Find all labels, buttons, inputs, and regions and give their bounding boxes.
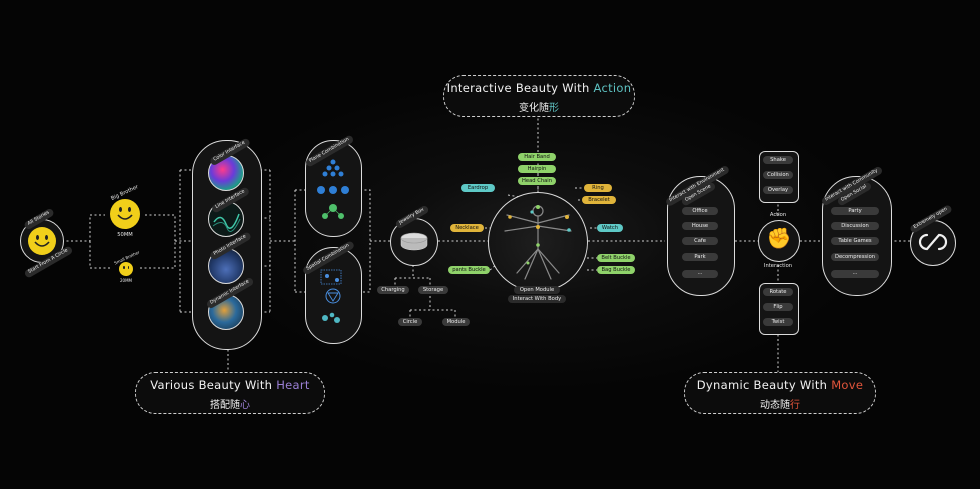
callout-right-cn: 动态随 (760, 400, 790, 411)
vitruvian-body-icon (504, 205, 572, 280)
community-item-table-games: Table Games (831, 237, 879, 245)
callout-top-accent: Action (593, 81, 632, 95)
smiley-icon (28, 227, 56, 255)
callout-top-cn-accent: 形 (549, 103, 559, 114)
rock-hand-icon: ✊ (766, 226, 792, 250)
interact-body-label: Interact With Body (508, 295, 566, 303)
action-rotate: Rotate (763, 288, 793, 296)
infinity-link-icon (918, 233, 948, 251)
callout-top-cn: 变化随 (519, 103, 549, 114)
community-item-party: Party (831, 207, 879, 215)
callout-left-accent: Heart (276, 378, 310, 392)
spatial-combination-icon (320, 269, 342, 323)
action-node (758, 220, 800, 262)
tag-watch: Watch (597, 224, 623, 232)
env-item-office: Office (682, 207, 718, 215)
interaction-label: Interaction (763, 263, 793, 269)
charging-pill: Charging (377, 286, 409, 294)
small-brother-size: 20MM (120, 278, 132, 283)
tag-necklace: Necklace (450, 224, 484, 232)
callout-left-line1: Various Beauty With (150, 378, 277, 392)
env-item-cafe: Cafe (682, 237, 718, 245)
tag-hair-band: Hair Band (518, 153, 556, 161)
env-item-more: ··· (682, 270, 718, 278)
callout-left-cn: 搭配随 (210, 400, 240, 411)
callout-various-heart: Various Beauty With Heart 搭配随心 (135, 372, 325, 414)
tag-bracelet: Bracelet (582, 196, 616, 204)
community-item-decompression: Decompression (831, 253, 879, 261)
plane-combination-icon (317, 159, 349, 219)
tag-hairpin: Hairpin (518, 165, 556, 173)
callout-right-line1: Dynamic Beauty With (696, 378, 832, 392)
action-collision: Collision (763, 171, 793, 179)
storage-pill: Storage (418, 286, 448, 294)
tag-eardrop: Eardrop (461, 184, 495, 192)
callout-right-cn-accent: 行 (790, 400, 800, 411)
tag-belt-buckle: Belt Buckle (597, 254, 635, 262)
action-flip: Flip (763, 303, 793, 311)
circle-pill: Circle (398, 318, 422, 326)
open-module-label: Open Module (514, 286, 560, 294)
jewelry-box-icon (400, 232, 428, 251)
big-smiley-icon (110, 199, 140, 229)
callout-top-line1: Interactive Beauty With (446, 81, 594, 95)
community-item-discussion: Discussion (831, 222, 879, 230)
tag-head-chain: Head Chain (518, 177, 556, 185)
tag-ring: Ring (584, 184, 612, 192)
module-pill: Module (442, 318, 470, 326)
tag-pants-buckle: pants Buckle (448, 266, 490, 274)
callout-right-accent: Move (831, 378, 864, 392)
small-smiley-icon (119, 262, 133, 276)
tag-bag-buckle: Bag Buckle (597, 266, 635, 274)
env-item-house: House (682, 222, 718, 230)
action-shake: Shake (763, 156, 793, 164)
action-twist: Twist (763, 318, 793, 326)
big-brother-size: 50MM (117, 232, 133, 238)
callout-interactive-action: Interactive Beauty With Action 变化随形 (443, 75, 635, 117)
callout-left-cn-accent: 心 (240, 400, 250, 411)
env-item-park: Park (682, 253, 718, 261)
community-item-more: ··· (831, 270, 879, 278)
action-label: Action (769, 212, 787, 218)
action-overlay: Overlay (763, 186, 793, 194)
callout-dynamic-move: Dynamic Beauty With Move 动态随行 (684, 372, 876, 414)
